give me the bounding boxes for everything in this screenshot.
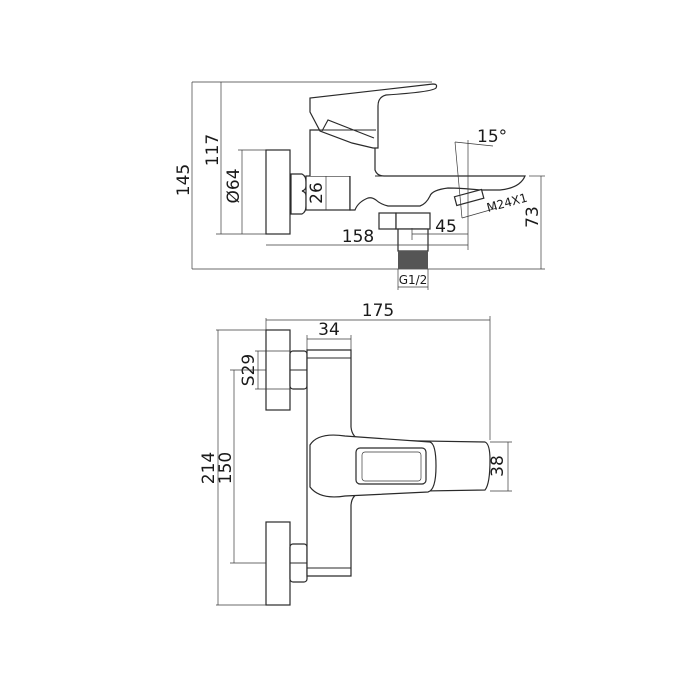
side-view: 145 117 Ø64 26 — [174, 81, 545, 290]
lever-handle — [309, 83, 438, 149]
dim-label-g12: G1/2 — [399, 273, 428, 287]
dim-label-15deg: 15° — [477, 127, 507, 147]
top-view: 175 34 S29 214 1 — [199, 301, 512, 606]
diverter-knob — [378, 212, 397, 230]
dim-label-158: 158 — [342, 227, 374, 247]
dim-label-64: Ø64 — [224, 168, 244, 203]
dim-label-145: 145 — [174, 164, 194, 196]
dim-label-117: 117 — [203, 134, 223, 166]
dim-label-73: 73 — [523, 206, 543, 228]
top-lever-window — [355, 447, 427, 485]
dim-label-38: 38 — [488, 455, 508, 477]
dim-label-34: 34 — [318, 320, 340, 340]
dim-label-175: 175 — [362, 301, 394, 321]
dim-label-150: 150 — [216, 452, 236, 484]
hex-nut — [290, 173, 307, 215]
aerator — [453, 188, 485, 207]
connection-collar — [395, 212, 431, 230]
top-flange-upper — [265, 329, 291, 411]
wall-flange — [265, 149, 291, 235]
connection-stem — [397, 228, 429, 252]
dim-label-26: 26 — [307, 182, 327, 204]
thread-section — [398, 251, 428, 269]
dim-label-45: 45 — [435, 217, 457, 237]
top-flange-lower — [265, 521, 291, 606]
dim-label-214: 214 — [199, 452, 219, 484]
body-lower — [305, 175, 351, 211]
